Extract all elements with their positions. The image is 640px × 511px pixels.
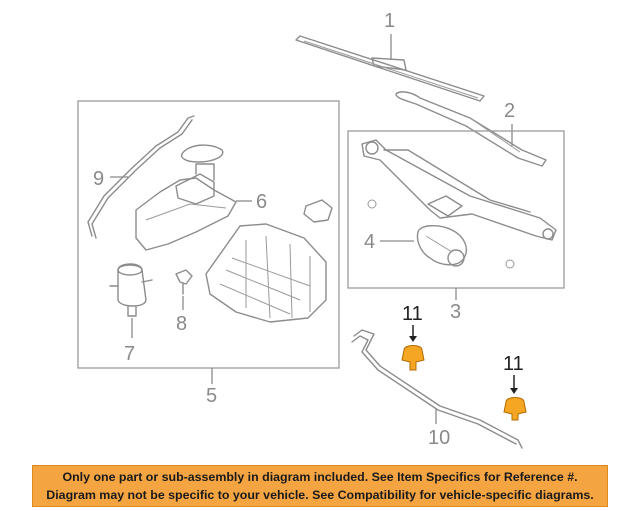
reservoir-neck-part <box>135 163 237 251</box>
callout-10: 10 <box>428 427 450 449</box>
callout-1: 1 <box>384 10 395 32</box>
disclaimer-banner: Only one part or sub-assembly in diagram… <box>32 465 608 507</box>
washer-hose-part <box>87 115 224 239</box>
callout-6: 6 <box>256 191 267 213</box>
washer-group-box <box>77 100 340 369</box>
washer-pump-part <box>109 263 153 317</box>
washer-reservoir-part <box>205 223 327 323</box>
callout-9: 9 <box>93 168 104 190</box>
hose-connector-part <box>303 199 333 223</box>
washer-nozzle-right-part <box>503 397 527 421</box>
grommet-part <box>175 269 193 295</box>
wiper-motor-part <box>416 225 468 267</box>
arrow-head-11-right <box>510 388 518 394</box>
callout-11-left: 11 <box>402 303 423 325</box>
callout-4: 4 <box>364 231 375 253</box>
hose-assembly-part <box>351 329 523 449</box>
wiper-linkage-part <box>361 139 557 269</box>
washer-nozzle-left-part <box>401 345 425 371</box>
parts-diagram: 1 2 4 3 9 6 <box>77 10 565 449</box>
callout-11-right: 11 <box>503 353 524 375</box>
callout-2: 2 <box>504 100 515 122</box>
callout-7: 7 <box>124 343 135 365</box>
wiper-blade-part <box>295 35 485 102</box>
disclaimer-line-1: Only one part or sub-assembly in diagram… <box>62 470 578 484</box>
wiper-arm-part <box>395 91 547 167</box>
callout-5: 5 <box>206 385 217 407</box>
callout-8: 8 <box>176 313 187 335</box>
arrow-head-11-left <box>409 336 417 342</box>
disclaimer-line-2: Diagram may not be specific to your vehi… <box>46 488 594 502</box>
callout-3: 3 <box>450 301 461 323</box>
